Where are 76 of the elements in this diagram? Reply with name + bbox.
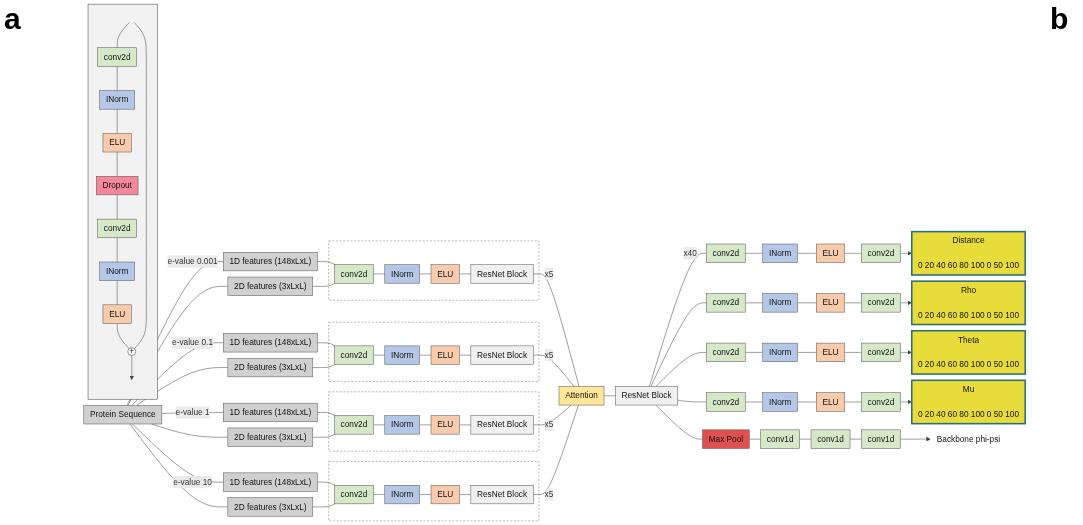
node-box: 1D features (148xLxL) xyxy=(223,333,318,353)
node-box: INorm xyxy=(762,293,798,313)
node-box: 2D features (3xLxL) xyxy=(227,276,314,296)
node-box: Attention xyxy=(558,386,605,406)
edge-label: e-value 10 xyxy=(173,477,212,487)
node-box: INorm xyxy=(762,243,798,263)
node-box: ResNet Block xyxy=(615,386,679,406)
node-box: conv2d xyxy=(334,345,374,365)
node-box: INorm xyxy=(762,392,798,412)
edge-label: e-value 0.1 xyxy=(172,338,213,347)
node-box: conv2d xyxy=(706,293,746,313)
node-box: Mu 0 20 40 60 80 100 0 50 100 xyxy=(911,379,1026,425)
node-box: ELU xyxy=(430,415,460,435)
node-box: conv2d xyxy=(706,392,746,412)
node-text: Backbone phi-psi xyxy=(936,434,1001,444)
node-box: ELU xyxy=(102,133,132,153)
node-box: 1D features (148xLxL) xyxy=(223,402,318,422)
cluster xyxy=(328,461,540,522)
node-box: conv2d xyxy=(861,243,901,263)
node-box: 1D features (148xLxL) xyxy=(223,252,318,272)
node-box: conv2d xyxy=(97,47,137,67)
edge-label: e-value 1 xyxy=(175,407,210,417)
edge-label: x40 xyxy=(683,248,697,258)
node-box: ELU xyxy=(430,345,460,365)
node-box: INorm xyxy=(384,264,420,284)
node-box: conv2d xyxy=(706,342,746,362)
node-box: ResNet Block xyxy=(470,345,534,365)
panel-letter: a xyxy=(4,4,21,34)
node-box: Max Pool xyxy=(702,429,750,449)
node-box: INorm xyxy=(384,415,420,435)
node-box: 2D features (3xLxL) xyxy=(227,427,314,447)
cluster xyxy=(328,391,540,452)
node-box: ELU xyxy=(816,392,845,412)
edge-label: x5 xyxy=(544,420,554,429)
node-box: Theta 0 20 40 60 80 100 0 50 100 xyxy=(911,329,1026,375)
cluster xyxy=(87,3,158,400)
node-box: ResNet Block xyxy=(470,264,534,284)
edge-label: x5 xyxy=(544,269,554,279)
node-box: ResNet Block xyxy=(470,415,534,435)
node-box: ELU xyxy=(102,304,132,324)
node-box: INorm xyxy=(762,342,798,362)
node-box: ELU xyxy=(816,293,845,313)
node-box: conv1d xyxy=(861,429,901,449)
node-box: Protein Sequence xyxy=(83,405,163,425)
node-box: ELU xyxy=(816,243,845,263)
panel-letter: b xyxy=(1050,4,1069,34)
node-box: INorm xyxy=(99,261,135,281)
node-circle: + xyxy=(127,347,136,356)
node-box: conv2d xyxy=(334,415,374,435)
node-box: conv2d xyxy=(706,243,746,263)
cluster xyxy=(328,240,540,301)
node-box: conv1d xyxy=(810,429,851,449)
node-box: conv2d xyxy=(861,342,901,362)
node-box: ELU xyxy=(430,485,460,505)
node-box: Rho 0 20 40 60 80 100 0 50 100 xyxy=(911,280,1026,326)
node-box: 2D features (3xLxL) xyxy=(227,358,314,378)
edge-label: x5 xyxy=(544,489,554,499)
node-box: INorm xyxy=(99,90,135,110)
node-box: ELU xyxy=(816,342,845,362)
node-box: conv2d xyxy=(861,392,901,412)
edge-label: x5 xyxy=(544,350,554,360)
node-box: conv2d xyxy=(97,218,137,238)
node-box: conv2d xyxy=(334,264,374,284)
node-box: 2D features (3xLxL) xyxy=(227,497,314,517)
node-box: conv2d xyxy=(861,293,901,313)
node-box: Dropout xyxy=(96,176,139,196)
node-box: Distance 0 20 40 60 80 100 0 50 100 xyxy=(911,230,1026,276)
node-box: 1D features (148xLxL) xyxy=(223,472,318,492)
node-box: ELU xyxy=(430,264,460,284)
node-box: conv2d xyxy=(334,485,374,505)
cluster xyxy=(328,321,540,382)
node-box: conv1d xyxy=(760,429,800,449)
node-box: INorm xyxy=(384,345,420,365)
node-box: ResNet Block xyxy=(470,485,534,505)
node-box: INorm xyxy=(384,485,420,505)
edge-label: e-value 0.001 xyxy=(167,256,218,266)
